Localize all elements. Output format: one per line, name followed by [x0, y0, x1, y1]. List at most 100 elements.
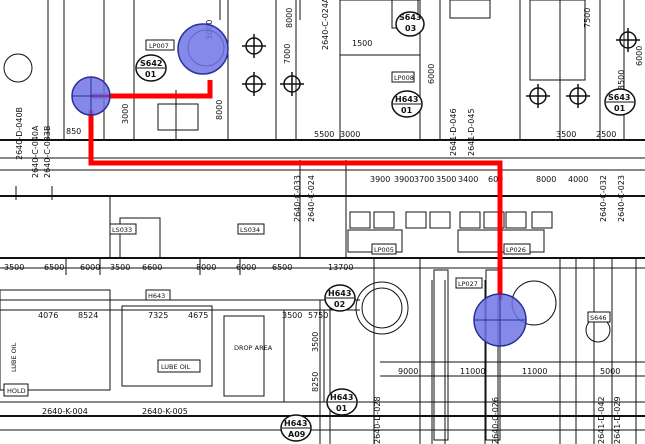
line-number: 2641-D-046 [449, 108, 458, 156]
tag-number: 02 [334, 300, 345, 309]
tag-number: 01 [336, 404, 348, 413]
line-number: 2641-D-029 [613, 396, 622, 444]
dim-label: 6600 [142, 263, 162, 272]
dim-label-vertical: 3500 [311, 332, 320, 352]
tag-number: 01 [614, 104, 626, 113]
dim-label: 11000 [522, 367, 547, 376]
tag-hold: HOLD [7, 387, 26, 395]
tag-lp026: LP026 [506, 246, 526, 254]
dim-label: 6500 [272, 263, 292, 272]
dim-label: 6000 [80, 263, 100, 272]
tag-number: 03 [405, 24, 416, 33]
line-number: 2640-C-040A [31, 125, 40, 178]
dimension-labels: 5500 3000 3500 2500 3900 3900 3700 3500 … [4, 39, 620, 376]
instrument-tag-h643-mid: H643 02 [324, 284, 356, 312]
line-number: 2640-D-028 [373, 396, 382, 444]
boxed-tags: LP007 LP008 LP005 LP026 LP027 LS034 LS03… [3, 39, 611, 397]
line-number: 2640-C-024A [321, 0, 330, 50]
tag-ls033: LS033 [112, 226, 132, 234]
instrument-tag-s642: S642 01 [135, 54, 167, 82]
tag-h643-box: H643 [148, 292, 165, 300]
dim-label: 7325 [148, 311, 168, 320]
dim-label: 8000 [196, 263, 216, 272]
dim-label: 3500 [110, 263, 130, 272]
dim-label: 8524 [78, 311, 98, 320]
dim-label-vertical: 7000 [283, 44, 292, 64]
line-number: 2640-K-004 [42, 407, 88, 416]
dim-label: 4076 [38, 311, 58, 320]
tag-number: A09 [288, 430, 306, 439]
location-markers [71, 23, 527, 347]
dim-label: 3500 [556, 130, 576, 139]
dim-label: 6000 [236, 263, 256, 272]
dim-label: 3000 [340, 130, 360, 139]
tag-code: H643 [284, 419, 307, 428]
dim-label: 3500 [282, 311, 302, 320]
line-number: 2640-D-040B [15, 107, 24, 160]
dim-label: 600 [488, 175, 503, 184]
vertical-dimension-labels: 8000 7000 3000 6000 3500 6000 8000 7500 … [121, 8, 644, 392]
dim-label: 3900 [394, 175, 414, 184]
dim-label: 2500 [596, 130, 616, 139]
route-polyline [88, 110, 503, 300]
dim-label-vertical: 6000 [635, 46, 644, 66]
tag-code: H643 [330, 393, 353, 402]
line-number-labels: 2640-D-040B 2640-C-040A 2640-C-033B 2640… [15, 0, 626, 444]
line-number: 2640-C-026 [491, 397, 500, 444]
tag-lp027: LP027 [458, 280, 478, 288]
tag-lp007: LP007 [149, 42, 169, 50]
dim-label: 5500 [314, 130, 334, 139]
tag-code: S643 [399, 13, 421, 22]
dim-label-vertical: 3500 [617, 70, 626, 90]
tag-drop-area: DROP AREA [234, 344, 273, 352]
tag-lp005: LP005 [374, 246, 394, 254]
dim-label: 850 [66, 127, 81, 136]
dim-label-vertical: 7500 [583, 8, 592, 28]
tag-code: H643 [395, 95, 418, 104]
line-number: 2640-C-033 [293, 175, 302, 222]
line-number: 2640-C-023 [617, 175, 626, 222]
tag-s646: S646 [590, 314, 607, 322]
dim-label-vertical: 8000 [285, 8, 294, 28]
tag-code: S642 [140, 59, 162, 68]
dim-label: 3500 [436, 175, 456, 184]
dim-label-vertical: 8250 [311, 372, 320, 392]
dim-label: 9000 [398, 367, 418, 376]
route-path [88, 80, 503, 300]
dim-label: 3400 [458, 175, 478, 184]
dim-label: 3900 [370, 175, 390, 184]
instrument-tag-h643-low: H643 01 [326, 388, 358, 416]
dim-label: 4000 [568, 175, 588, 184]
marker-waypoint[interactable] [177, 23, 229, 75]
tag-lube-oil-vertical: LUBE OIL [10, 342, 18, 372]
tag-ls034: LS034 [240, 226, 260, 234]
tag-number: 01 [145, 70, 157, 79]
tag-code: H643 [328, 289, 351, 298]
line-number: 2641-D-042 [597, 396, 606, 444]
dim-label-vertical: 8000 [215, 100, 224, 120]
dim-label: 5750 [308, 311, 328, 320]
dim-label: 6500 [44, 263, 64, 272]
dim-label-vertical: 3000 [121, 104, 130, 124]
dim-label: 8000 [536, 175, 556, 184]
dim-label: 13700 [328, 263, 353, 272]
dim-label: 3700 [414, 175, 434, 184]
tag-lube-oil: LUBE OIL [161, 363, 191, 371]
dim-label-vertical: 6000 [427, 64, 436, 84]
dim-label: 4675 [188, 311, 208, 320]
instrument-tag-s643-right: S643 01 [604, 88, 636, 116]
dim-label: 1500 [352, 39, 372, 48]
tag-number: 01 [401, 106, 413, 115]
instrument-tag-s643-ring: S643 03 [395, 11, 425, 37]
line-number: 2640-K-005 [142, 407, 188, 416]
dim-label: 5000 [600, 367, 620, 376]
tag-code: S643 [608, 93, 630, 102]
dim-label: 11000 [460, 367, 485, 376]
tag-lp008: LP008 [394, 74, 414, 82]
line-number: 2640-C-032 [599, 175, 608, 222]
dim-label: 3500 [4, 263, 24, 272]
route-polyline [91, 80, 213, 99]
instrument-tags: S642 01 S643 03 H643 01 S643 01 H643 02 [135, 11, 636, 442]
